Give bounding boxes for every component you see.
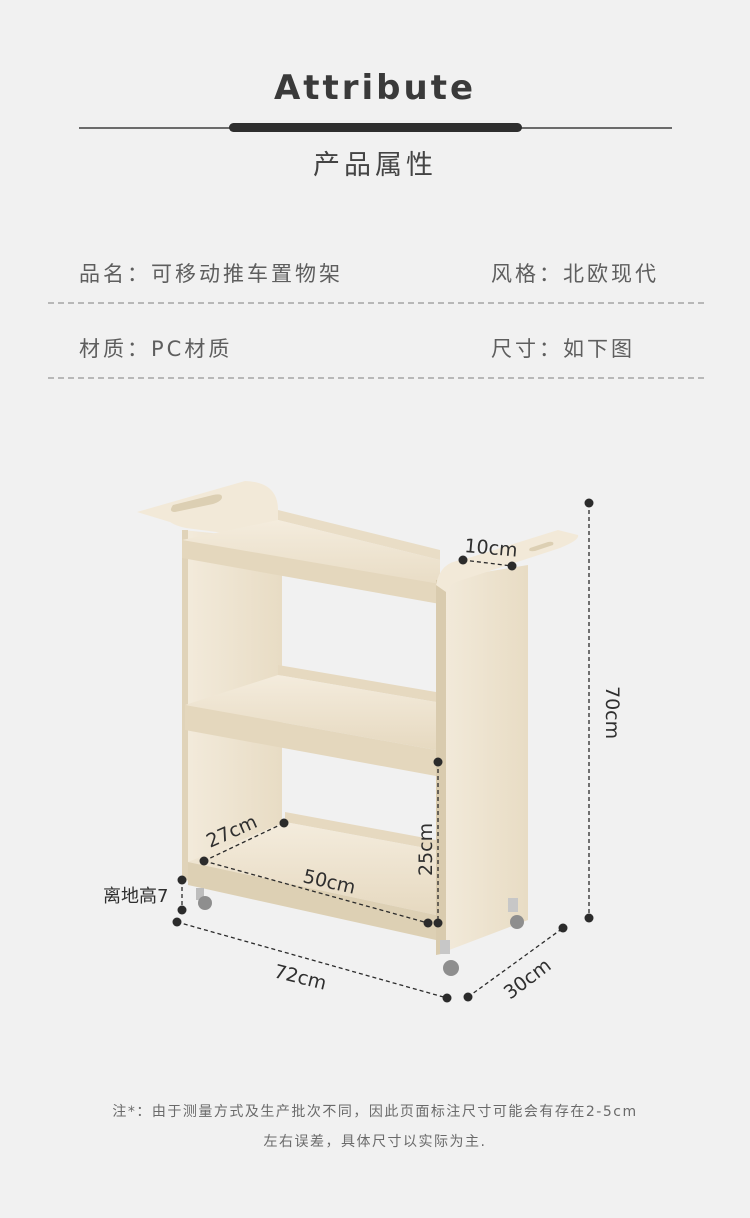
cart-illustration: [137, 481, 579, 976]
dim-inner-width: 50cm: [301, 865, 358, 898]
dim-total-depth: 30cm: [500, 954, 556, 1004]
caster-wheel-icon: [196, 888, 524, 976]
dim-handle-width: 10cm: [464, 535, 519, 562]
dashed-divider: [48, 302, 704, 304]
attribute-style: 风格：北欧现代: [491, 262, 659, 286]
dimension-markers: [176, 503, 590, 999]
footnote-line-2: 左右误差，具体尺寸以实际为主.: [263, 1134, 487, 1150]
dimension-dots: [172, 498, 594, 1003]
attribute-material: 材质：PC材质: [79, 337, 233, 361]
footnote-line-1: 注*：由于测量方式及生产批次不同，因此页面标注尺寸可能会有存在2-5cm: [112, 1104, 638, 1120]
dim-ground-clearance: 离地高7: [103, 886, 168, 907]
title-cn: 产品属性: [313, 150, 437, 181]
title-divider-thick: [229, 123, 522, 132]
dim-shelf-spacing: 25cm: [415, 823, 437, 876]
dashed-divider: [48, 377, 704, 379]
attribute-size: 尺寸：如下图: [491, 337, 635, 361]
attribute-row-2: 材质：PC材质 尺寸：如下图: [48, 333, 704, 379]
attribute-row-1: 品名：可移动推车置物架 风格：北欧现代: [48, 258, 704, 304]
dim-inner-depth: 27cm: [203, 811, 260, 853]
attribute-product-name: 品名：可移动推车置物架: [79, 262, 343, 286]
title-en: Attribute: [273, 68, 477, 108]
dim-total-height: 70cm: [601, 686, 623, 739]
dim-total-length: 72cm: [272, 961, 329, 995]
